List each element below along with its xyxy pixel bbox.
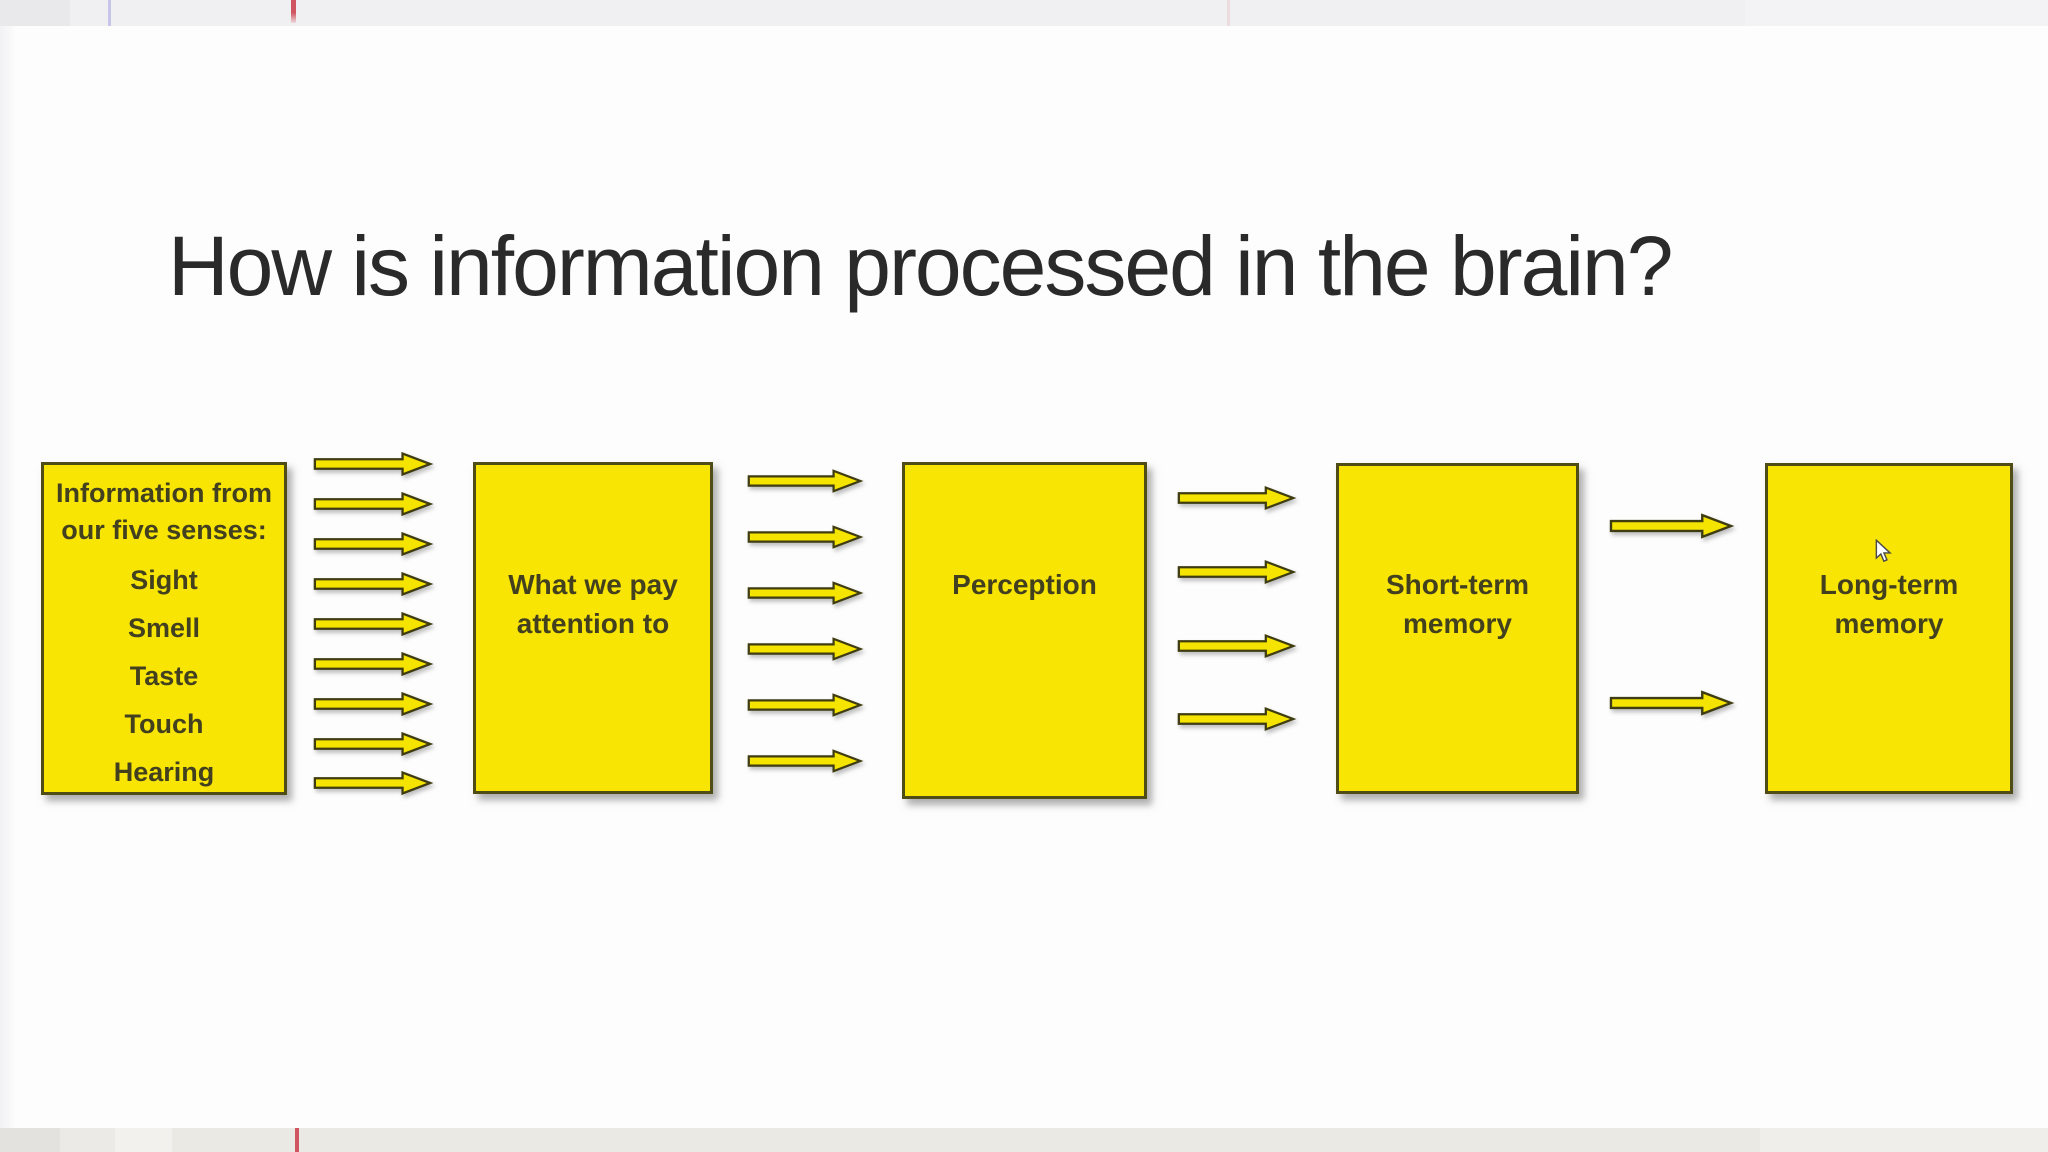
arrow-right-icon [1177,633,1297,659]
arrow-right-icon [1177,485,1297,511]
arrow-right-icon [313,531,434,557]
arrow-right-icon [1177,706,1297,732]
slide-edge-shade [0,26,16,1128]
arrow-right-icon [313,571,434,597]
red-progress-tick-top [291,0,296,23]
slide-title: How is information processed in the brai… [168,219,1673,314]
arrow-right-icon [1609,513,1735,539]
arrow-right-icon [313,731,434,757]
blue-marker-tick [108,0,111,26]
red-progress-tick-bottom [295,1128,299,1152]
mouse-cursor-icon [1875,539,1892,563]
arrow-right-icon [1177,559,1297,585]
arrow-right-icon [313,651,434,677]
flow-box-perception: Perception [902,462,1147,799]
arrow-right-icon [747,749,864,773]
arrow-right-icon [313,691,434,717]
arrow-right-icon [313,451,434,477]
arrow-right-icon [313,770,434,796]
arrow-right-icon [313,611,434,637]
top-bar [0,0,2048,26]
arrow-right-icon [747,693,864,717]
arrow-right-icon [1609,690,1735,716]
bottom-bar [0,1128,2048,1152]
slide-canvas: How is information processed in the brai… [0,26,2048,1128]
flow-box-label: Perception [952,569,1097,600]
faint-marker-tick [1227,0,1230,26]
arrow-right-icon [747,581,864,605]
arrow-right-icon [747,469,864,493]
arrow-right-icon [747,525,864,549]
arrow-right-icon [313,491,434,517]
arrow-right-icon [747,637,864,661]
